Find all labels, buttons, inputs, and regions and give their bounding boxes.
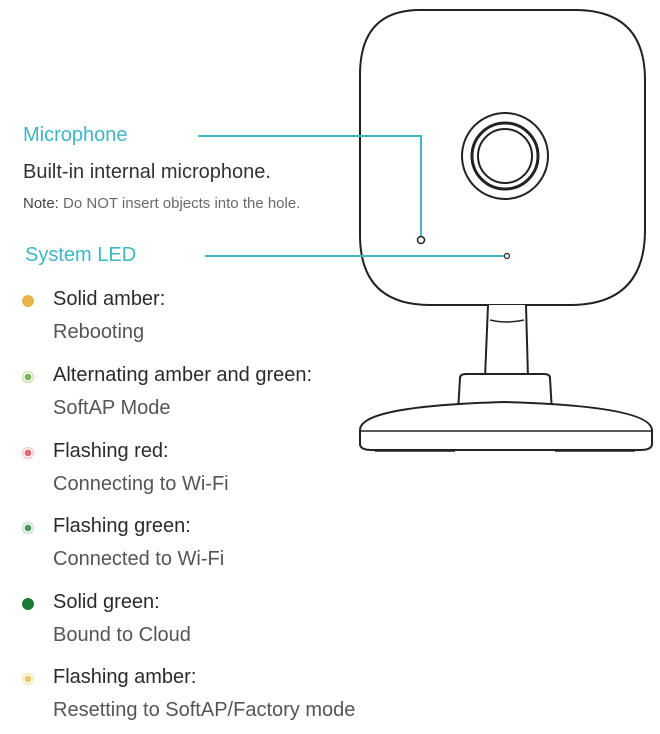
led-indicator-icon [22,598,34,610]
led-meaning: Resetting to SoftAP/Factory mode [53,699,356,721]
camera-illustration [198,9,653,452]
led-indicator-icon [22,447,34,459]
led-meaning: Connected to Wi-Fi [53,548,225,570]
list-item: Flashing amber: Resetting to SoftAP/Fact… [0,666,420,726]
led-state: Alternating amber and green: [53,364,313,386]
camera-neck [483,304,530,379]
led-state: Solid green: [53,591,160,613]
led-meaning: Connecting to Wi-Fi [53,473,229,495]
led-indicator-icon [22,295,34,307]
led-meaning: SoftAP Mode [53,397,171,419]
led-state: Flashing red: [53,440,169,462]
camera-base [359,400,653,451]
microphone-title: Microphone [23,124,128,146]
led-state: Flashing green: [53,515,191,537]
led-meaning: Bound to Cloud [53,624,191,646]
microphone-description: Built-in internal microphone. [23,161,271,183]
list-item: Flashing green: Connected to Wi-Fi [0,515,420,575]
led-indicator-icon [22,673,34,685]
microphone-note: Note: Do NOT insert objects into the hol… [23,195,300,212]
led-indicator-icon [22,371,34,383]
list-item: Solid amber: Rebooting [0,288,420,348]
list-item: Solid green: Bound to Cloud [0,591,420,651]
list-item: Flashing red: Connecting to Wi-Fi [0,440,420,500]
microphone-hole [416,235,426,245]
lens-icon [461,112,549,200]
led-state: Solid amber: [53,288,166,310]
note-text: Do NOT insert objects into the hole. [58,195,301,212]
microphone-callout-line [198,135,422,236]
led-indicator-icon [22,522,34,534]
list-item: Alternating amber and green: SoftAP Mode [0,364,420,424]
led-meaning: Rebooting [53,321,145,343]
note-label: Note: [23,195,59,212]
system-led-title: System LED [25,244,137,266]
system-led-point [503,252,511,260]
led-state: Flashing amber: [53,666,197,688]
